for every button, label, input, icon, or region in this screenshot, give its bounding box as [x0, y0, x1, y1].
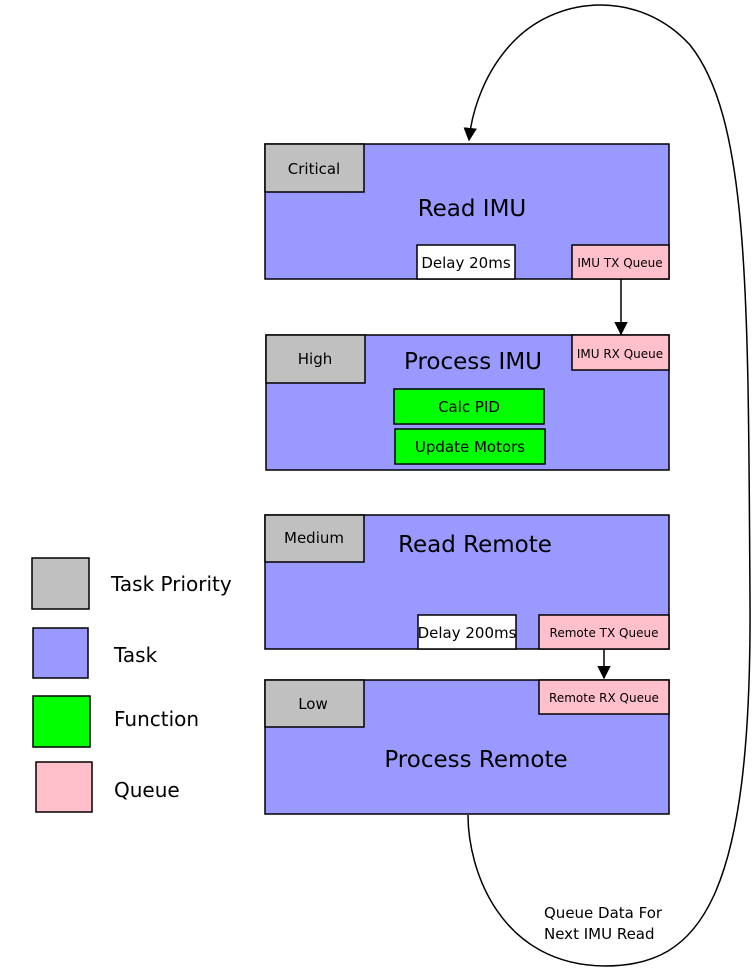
priority-high: [265, 334, 366, 384]
queue-label: Remote RX Queue: [549, 691, 659, 705]
priority-critical: [264, 143, 365, 193]
legend-label: Function: [114, 707, 199, 731]
loop-note-line-2: Next IMU Read: [544, 925, 655, 943]
legend-swatch-task: [32, 627, 89, 679]
function-label: Calc PID: [438, 398, 500, 416]
priority-low: [264, 679, 365, 728]
legend: Task Priority Task Function Queue: [31, 557, 232, 813]
priority-medium: [264, 514, 365, 563]
queue-label: IMU RX Queue: [577, 347, 663, 361]
queue-label: IMU TX Queue: [577, 256, 662, 270]
task-title: Process IMU: [404, 349, 542, 375]
delay-label: Delay 20ms: [421, 254, 510, 272]
legend-label: Queue: [114, 778, 180, 802]
legend-label: Task: [113, 643, 158, 667]
priority-label: Critical: [288, 160, 340, 178]
function-update-motors: [394, 428, 546, 465]
task-title: Read Remote: [398, 532, 552, 558]
priority-label: Medium: [284, 529, 344, 547]
queue-label: Remote TX Queue: [550, 626, 659, 640]
delay-label: Delay 200ms: [418, 624, 517, 642]
queue-imu-rx: [571, 334, 670, 371]
task-process-remote: Low Remote RX Queue Process Remote: [264, 679, 670, 815]
loop-edge: [463, 4, 751, 967]
task-process-imu: High Process IMU IMU RX Queue Calc PID U…: [265, 334, 670, 471]
delay-box: [417, 614, 517, 650]
task-title: Process Remote: [384, 747, 567, 773]
function-label: Update Motors: [415, 438, 525, 456]
function-calc-pid: [393, 388, 545, 425]
priority-label: Low: [298, 695, 328, 713]
legend-swatch-task-priority: [31, 557, 90, 610]
legend-swatch-function: [32, 695, 91, 748]
priority-label: High: [298, 350, 332, 368]
task-title: Read IMU: [418, 196, 527, 222]
queue-remote-rx: [538, 679, 670, 715]
task-read-imu: Critical Read IMU Delay 20ms IMU TX Queu…: [264, 143, 670, 280]
task-read-remote: Medium Read Remote Delay 200ms Remote TX…: [264, 514, 670, 650]
loop-note-line-1: Queue Data For: [544, 904, 663, 922]
legend-swatch-queue: [35, 761, 93, 813]
queue-remote-tx: [538, 614, 670, 650]
legend-label: Task Priority: [110, 572, 232, 596]
delay-box: [416, 244, 516, 280]
